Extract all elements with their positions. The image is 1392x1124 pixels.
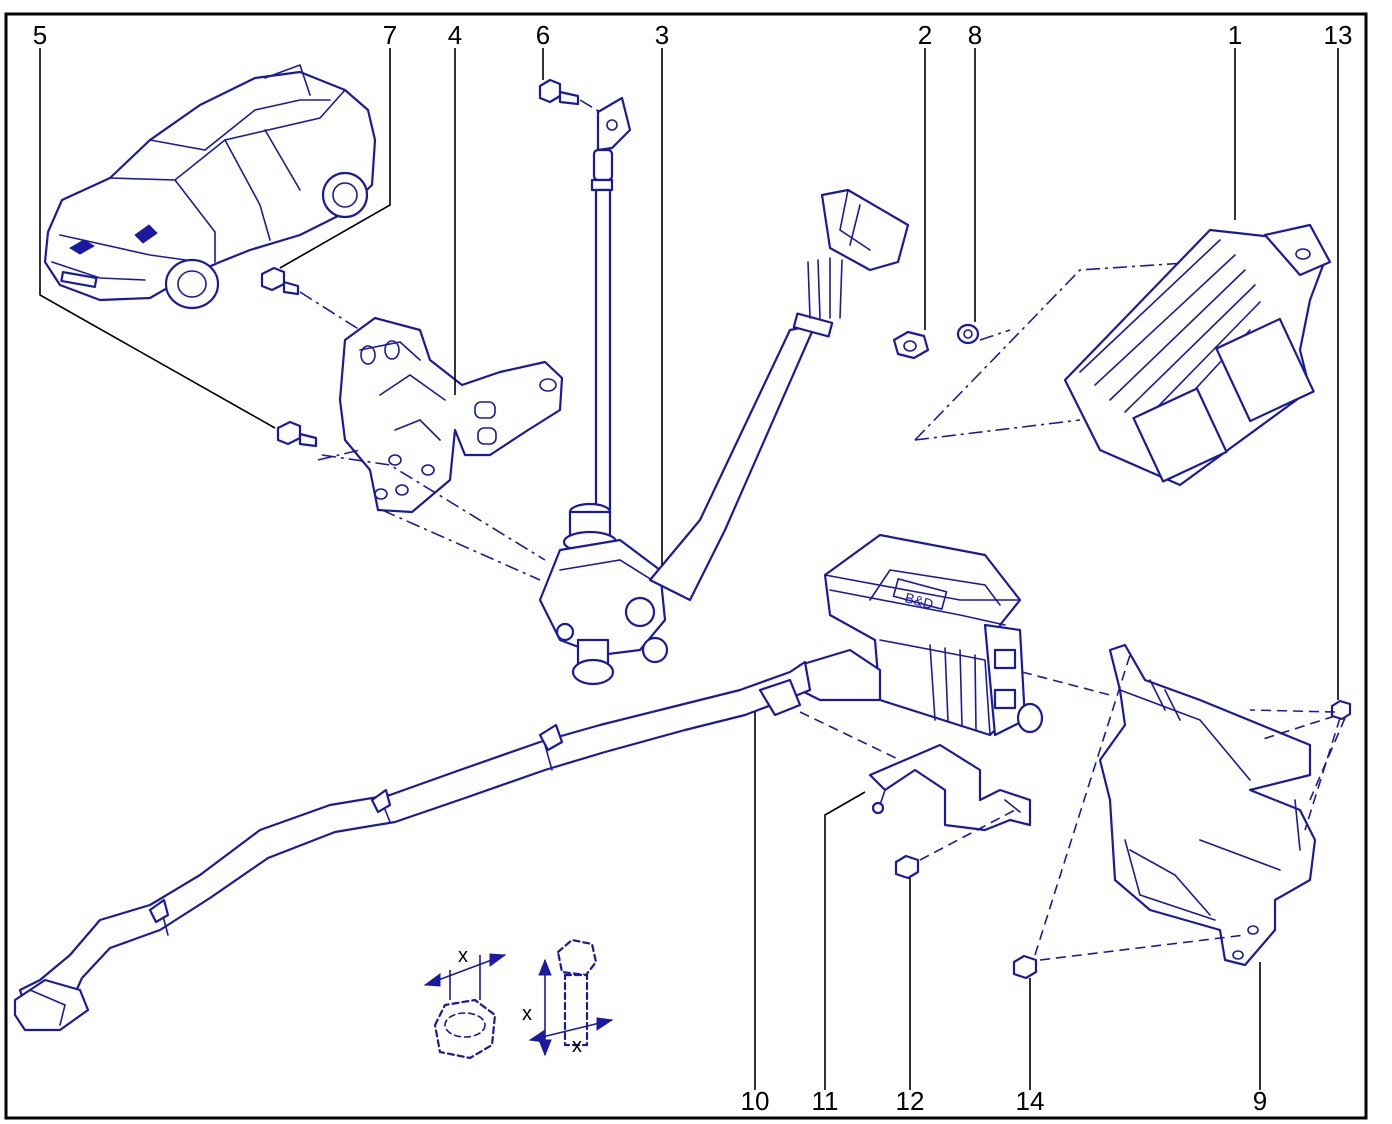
bolt-dimension-symbol: x x xyxy=(522,938,614,1057)
clamp-bracket xyxy=(868,743,1032,832)
hose-assembly xyxy=(13,660,812,1032)
washer-8 xyxy=(956,323,980,345)
diagram-frame xyxy=(4,12,1368,1120)
nut-14 xyxy=(1012,954,1038,980)
valve-harness xyxy=(648,188,910,602)
callout-12: 12 xyxy=(896,1086,925,1116)
callout-2: 2 xyxy=(918,20,932,50)
callout-4: 4 xyxy=(448,20,462,50)
coolant-valve xyxy=(538,502,669,686)
nut-dimension-symbol: x xyxy=(423,945,507,1060)
heat-shield xyxy=(1098,643,1317,967)
bolt-5 xyxy=(276,420,318,448)
callout-5: 5 xyxy=(33,20,47,50)
nut-12 xyxy=(894,854,920,880)
bolt-diameter-label: x xyxy=(572,1035,582,1057)
svg-text:B&D: B&D xyxy=(903,589,935,612)
callout-9: 9 xyxy=(1253,1086,1267,1116)
electronic-control-unit xyxy=(1063,223,1332,487)
callout-3: 3 xyxy=(655,20,669,50)
nut-2 xyxy=(892,330,930,360)
bolt-7 xyxy=(260,266,300,296)
callout-11: 11 xyxy=(812,1086,839,1116)
ground-strap xyxy=(590,96,632,512)
vehicle-illustration xyxy=(43,63,377,310)
callout-13: 13 xyxy=(1324,20,1353,50)
callout-1: 1 xyxy=(1228,20,1242,50)
bolt-13 xyxy=(1330,699,1352,721)
nut-dimension-label: x xyxy=(458,945,468,967)
bolt-6 xyxy=(538,78,580,106)
callout-7: 7 xyxy=(383,20,397,50)
mounting-bracket xyxy=(338,316,564,514)
callout-6: 6 xyxy=(536,20,550,50)
bolt-length-label: x xyxy=(522,1003,532,1025)
leader-lines xyxy=(39,48,1339,1090)
callout-10: 10 xyxy=(741,1086,770,1116)
heater-module: B&D xyxy=(798,533,1044,737)
callout-8: 8 xyxy=(968,20,982,50)
callout-14: 14 xyxy=(1016,1086,1045,1116)
